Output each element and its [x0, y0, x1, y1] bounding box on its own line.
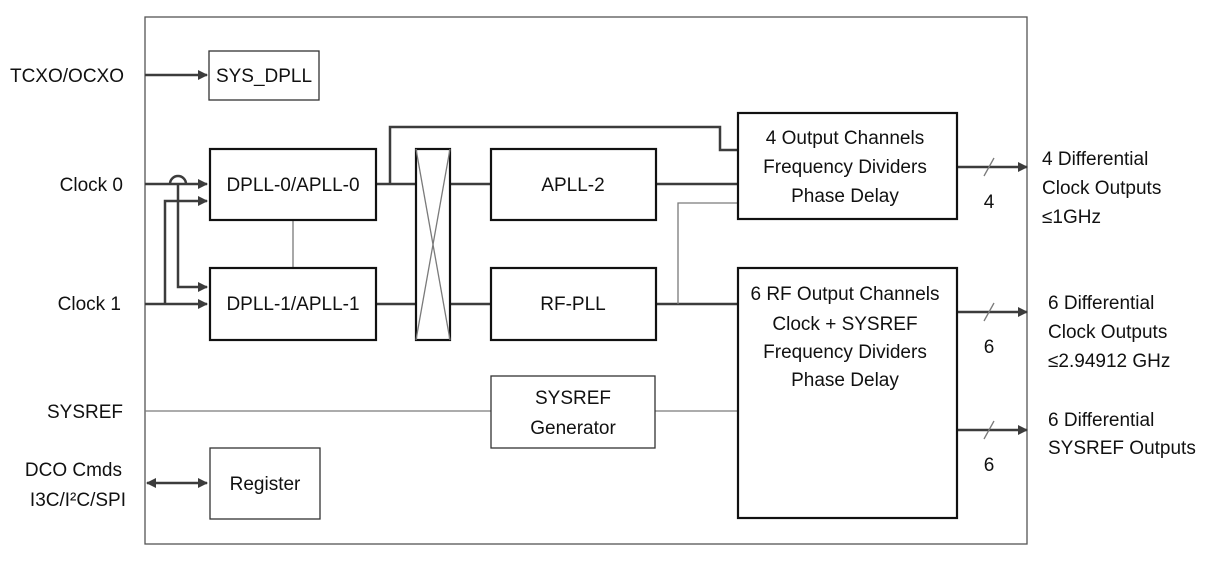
- input-clock1-label: Clock 1: [58, 294, 121, 315]
- out2-count: 6: [984, 337, 995, 358]
- connections: [145, 70, 1028, 488]
- rfpll-label: RF-PLL: [540, 294, 605, 315]
- out3-label-2: SYSREF Outputs: [1048, 438, 1196, 459]
- out4-channels-block: [736, 111, 959, 221]
- register-block: [209, 447, 321, 520]
- out6-label-4: Phase Delay: [791, 370, 899, 391]
- dpll1-block: [208, 266, 378, 342]
- apll2-block: [489, 147, 658, 222]
- dpll0-label: DPLL-0/APLL-0: [226, 175, 359, 196]
- out4-label-3: Phase Delay: [791, 186, 899, 207]
- out2-label-1: 6 Differential: [1048, 293, 1154, 314]
- out2-label-3: ≤2.94912 GHz: [1048, 351, 1170, 372]
- apll2-label: APLL-2: [541, 175, 604, 196]
- out4-label-1: 4 Output Channels: [766, 128, 924, 149]
- rfpll-block: [489, 266, 658, 342]
- out2-label-2: Clock Outputs: [1048, 322, 1167, 343]
- out6-label-1: 6 RF Output Channels: [750, 284, 939, 305]
- input-tcxo-label: TCXO/OCXO: [10, 66, 124, 87]
- out4-label-2: Frequency Dividers: [763, 157, 927, 178]
- sys-dpll-label: SYS_DPLL: [216, 66, 312, 87]
- dpll0-block: [208, 147, 378, 222]
- out3-label-1: 6 Differential: [1048, 410, 1154, 431]
- out1-label-2: Clock Outputs: [1042, 178, 1161, 199]
- input-dco-label-2: I3C/I²C/SPI: [30, 490, 126, 511]
- clock1-crossover-hop: [168, 174, 188, 185]
- crossbar-diag-b: [415, 148, 451, 341]
- input-sysref-label: SYSREF: [47, 402, 123, 423]
- out2-slash: [983, 302, 995, 322]
- dpll0-bypass-to-out4: [388, 125, 738, 184]
- input-dco-label-1: DCO Cmds: [25, 460, 122, 481]
- out1-count: 4: [984, 192, 995, 213]
- clock1-to-dpll0-arrow: [163, 196, 208, 304]
- register-label: Register: [230, 474, 301, 495]
- input-clock0-label: Clock 0: [60, 175, 123, 196]
- sysref-generator-block: [490, 375, 656, 449]
- sysref-generator-label-1: SYSREF: [535, 388, 611, 409]
- sysref-generator-label-2: Generator: [530, 418, 616, 439]
- out6-label-2: Clock + SYSREF: [772, 314, 917, 335]
- out6-rf-channels-block: [736, 266, 959, 520]
- dpll1-label: DPLL-1/APLL-1: [226, 294, 359, 315]
- out1-slash: [983, 157, 995, 177]
- sys-dpll-block: [208, 50, 320, 101]
- out3-slash: [983, 420, 995, 440]
- out3-count: 6: [984, 455, 995, 476]
- out1-label-3: ≤1GHz: [1042, 207, 1101, 228]
- rfpll-to-out4-branch: [677, 202, 738, 304]
- clock0-to-dpll1-arrow: [176, 184, 208, 292]
- out6-label-3: Frequency Dividers: [763, 342, 927, 363]
- out1-label-1: 4 Differential: [1042, 149, 1148, 170]
